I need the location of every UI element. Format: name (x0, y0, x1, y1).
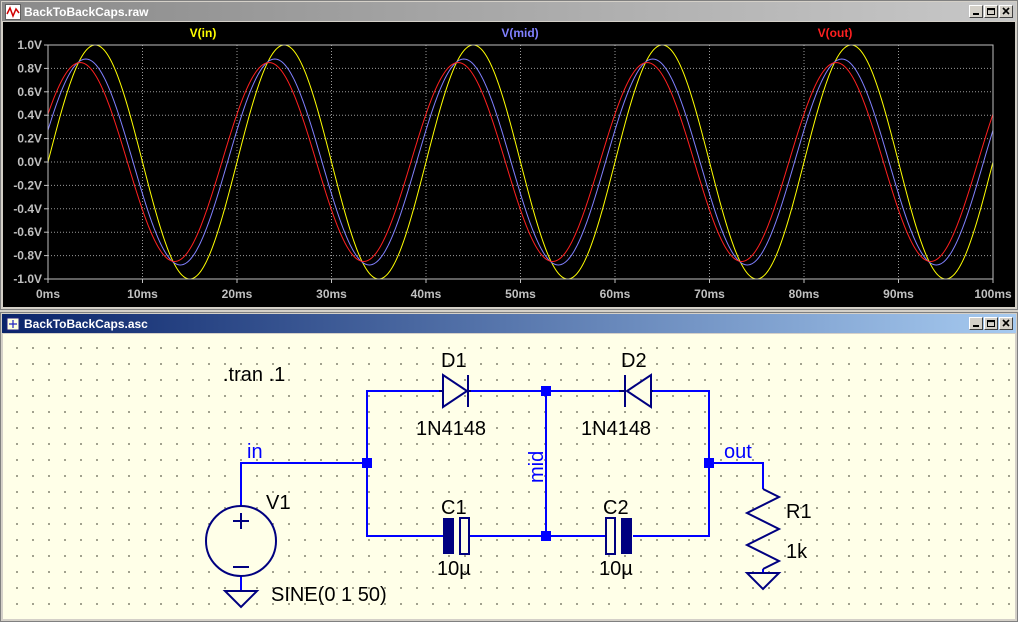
x-tick-label: 50ms (505, 287, 536, 301)
minimize-icon (973, 325, 979, 327)
y-tick-label: 0.2V (17, 132, 42, 146)
diode-d2[interactable] (619, 373, 653, 409)
waveform-window-controls (969, 5, 1013, 18)
c1-name[interactable]: C1 (441, 497, 467, 519)
c2-name[interactable]: C2 (603, 497, 629, 519)
junction-mid-bottom[interactable] (541, 531, 551, 541)
junction-mid-top[interactable] (541, 386, 551, 396)
minimize-button[interactable] (969, 5, 983, 18)
wire-top-left[interactable] (366, 390, 439, 463)
y-tick-label: 0.6V (17, 85, 42, 99)
waveform-app-icon (5, 3, 21, 20)
x-tick-label: 90ms (883, 287, 914, 301)
v1-value[interactable]: SINE(0 1 50) (271, 584, 387, 606)
restore-icon (987, 8, 995, 15)
restore-button[interactable] (984, 5, 998, 18)
schematic-window-controls (969, 317, 1013, 330)
ground-v1[interactable] (222, 590, 260, 609)
x-tick-label: 40ms (411, 287, 442, 301)
junctions (362, 386, 714, 541)
wire-in[interactable] (240, 462, 367, 506)
legend-label-vin[interactable]: V(in) (190, 26, 217, 40)
wire-bottom-left[interactable] (366, 463, 443, 537)
waveform-window-title: BackToBackCaps.raw (24, 4, 149, 19)
x-tick-label: 70ms (694, 287, 725, 301)
wire-out-r1[interactable] (709, 462, 764, 489)
y-tick-label: 0.8V (17, 61, 42, 75)
legend-label-vmid[interactable]: V(mid) (501, 26, 538, 40)
y-tick-label: -0.2V (13, 178, 42, 192)
capacitor-c1[interactable] (443, 517, 470, 555)
close-icon (1002, 7, 1010, 15)
y-tick-label: -0.4V (13, 202, 42, 216)
junction-out[interactable] (704, 458, 714, 468)
y-tick-label: -0.6V (13, 225, 42, 239)
schematic-drawing: .tran .1 D1 1N4148 D2 1N4148 C1 10µ C2 1… (205, 350, 812, 609)
resistor-r1[interactable] (744, 488, 782, 570)
schematic-canvas[interactable]: .tran .1 D1 1N4148 D2 1N4148 C1 10µ C2 1… (3, 334, 1015, 619)
waveform-window-titlebar[interactable]: BackToBackCaps.raw (2, 2, 1016, 21)
close-button[interactable] (999, 5, 1013, 18)
d1-value[interactable]: 1N4148 (416, 418, 486, 440)
legend-label-vout[interactable]: V(out) (818, 26, 853, 40)
v1-name[interactable]: V1 (266, 492, 290, 514)
waveform-window: BackToBackCaps.raw 0ms 10ms 20ms 30ms 40ms 50… (0, 0, 1018, 310)
sim-directive[interactable]: .tran .1 (223, 364, 285, 386)
x-tick-label: 60ms (600, 287, 631, 301)
net-label-out[interactable]: out (724, 441, 752, 463)
wire-c2-out[interactable] (633, 463, 710, 537)
net-label-in[interactable]: in (247, 441, 263, 463)
waveform-plot-area[interactable]: 0ms 10ms 20ms 30ms 40ms 50ms 60ms 70ms 80ms 90ms 1… (3, 22, 1015, 307)
diode-d1[interactable] (439, 373, 471, 409)
y-tick-label: 0.0V (17, 155, 42, 169)
waveform-chart: 0ms 10ms 20ms 30ms 40ms 50ms 60ms 70ms 80ms 90ms 1… (13, 26, 1012, 301)
voltage-source-v1[interactable] (205, 505, 277, 577)
wires (240, 390, 764, 591)
r1-value[interactable]: 1k (786, 541, 808, 563)
y-tick-label: -0.8V (13, 249, 42, 263)
schematic-window: BackToBackCaps.asc (0, 312, 1018, 622)
c1-value[interactable]: 10µ (437, 558, 471, 580)
x-tick-label: 20ms (222, 287, 253, 301)
restore-icon (987, 320, 995, 327)
r1-name[interactable]: R1 (786, 501, 812, 523)
d1-name[interactable]: D1 (441, 350, 467, 372)
x-tick-label: 0ms (36, 287, 60, 301)
plot-frame (47, 44, 994, 280)
x-tick-label: 30ms (316, 287, 347, 301)
restore-button[interactable] (984, 317, 998, 330)
minimize-button[interactable] (969, 317, 983, 330)
junction-in[interactable] (362, 458, 372, 468)
close-button[interactable] (999, 317, 1013, 330)
minimize-icon (973, 13, 979, 15)
close-icon (1002, 319, 1010, 327)
y-tick-label: -1.0V (13, 272, 42, 286)
y-tick-label: 1.0V (17, 38, 42, 52)
d2-name[interactable]: D2 (621, 350, 647, 372)
net-label-mid[interactable]: mid (526, 451, 548, 483)
series-line-vout[interactable] (47, 62, 994, 262)
capacitor-c2[interactable] (605, 517, 632, 555)
series-line-vmid[interactable] (47, 58, 994, 266)
schematic-window-title: BackToBackCaps.asc (24, 316, 148, 331)
ground-r1[interactable] (744, 572, 782, 591)
y-tick-label: 0.4V (17, 108, 42, 122)
schematic-window-titlebar[interactable]: BackToBackCaps.asc (2, 314, 1016, 333)
d2-value[interactable]: 1N4148 (581, 418, 651, 440)
x-tick-label: 10ms (127, 287, 158, 301)
series-line-vin[interactable] (47, 44, 994, 280)
schematic-app-icon (5, 316, 21, 332)
x-tick-label: 80ms (789, 287, 820, 301)
x-tick-label: 100ms (974, 287, 1012, 301)
c2-value[interactable]: 10µ (599, 558, 633, 580)
wire-d2-out[interactable] (651, 390, 710, 463)
